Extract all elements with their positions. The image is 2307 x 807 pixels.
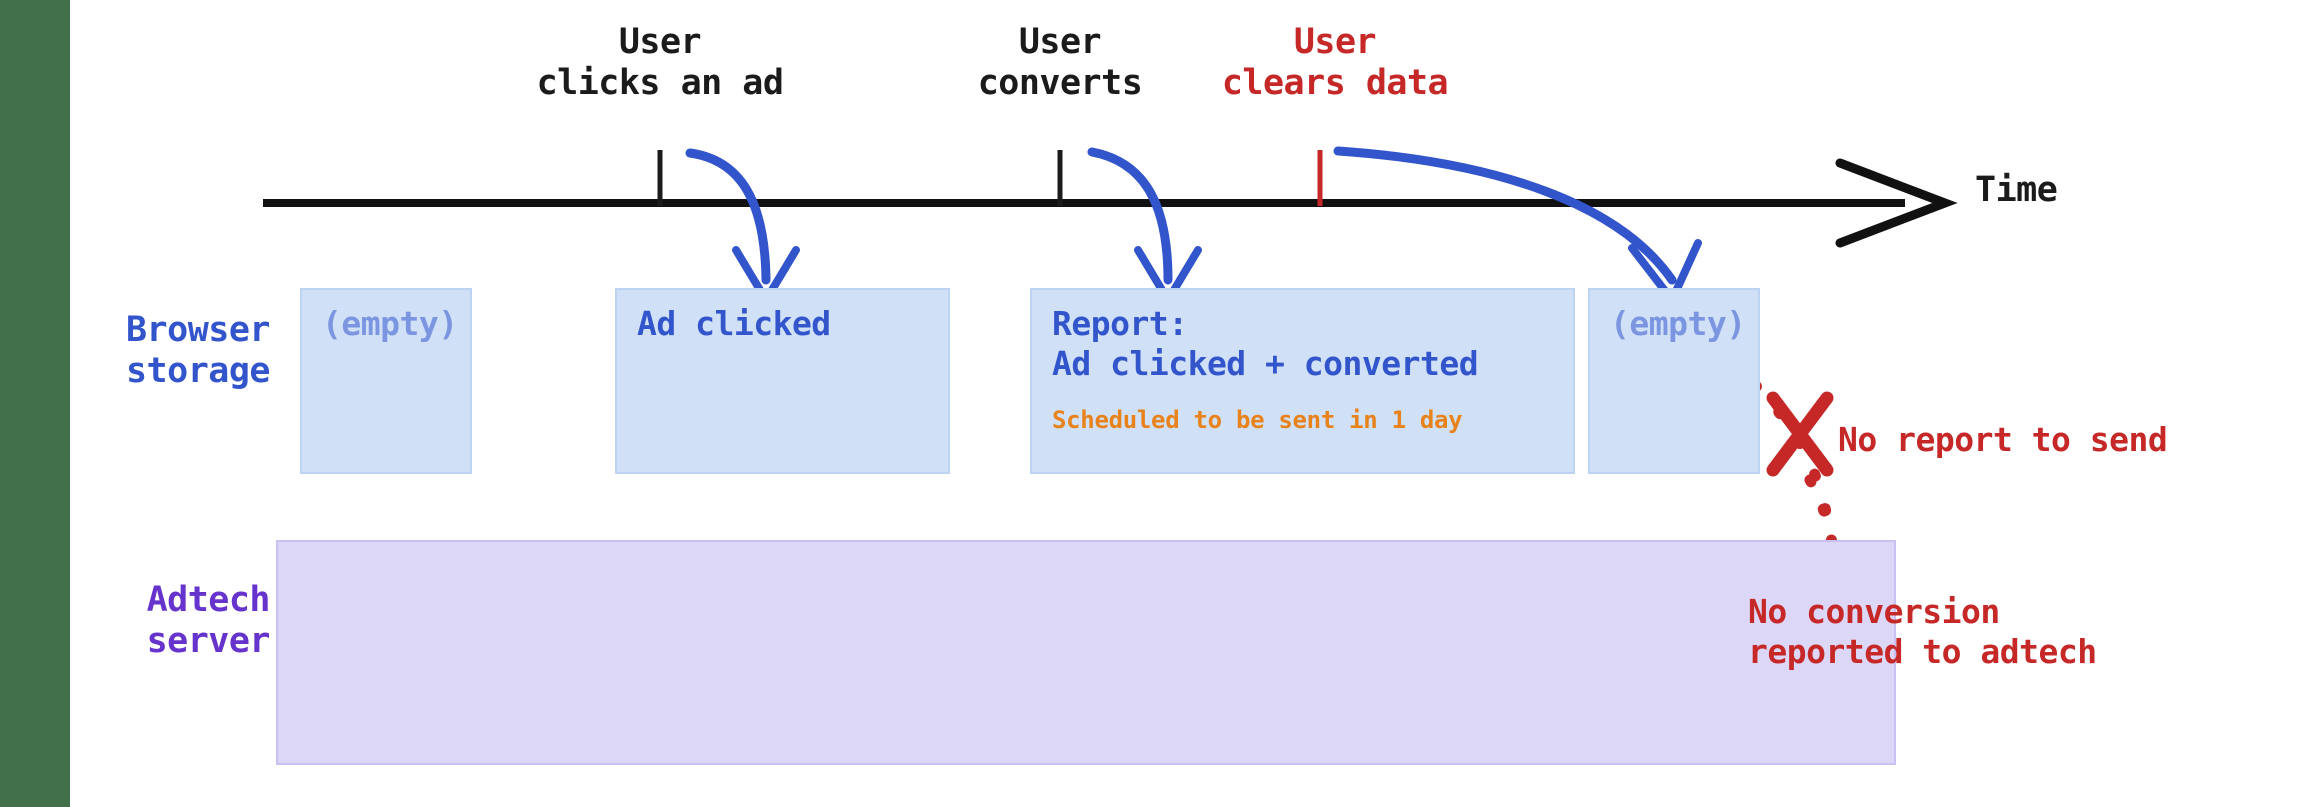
browser-state-ad-clicked-text: Ad clicked bbox=[637, 304, 831, 343]
annotation-no-conversion-reported: No conversion reported to adtech bbox=[1748, 592, 2097, 672]
browser-state-ad-clicked: Ad clicked bbox=[615, 288, 950, 474]
timeline-event-click-label: User clicks an ad bbox=[536, 22, 784, 104]
browser-state-cleared-text: (empty) bbox=[1610, 304, 1746, 343]
adtech-server-row-label: Adtech server bbox=[146, 580, 271, 662]
browser-state-report-schedule: Scheduled to be sent in 1 day bbox=[1052, 406, 1463, 434]
adtech-server-box bbox=[276, 540, 1896, 765]
time-axis-label: Time bbox=[1975, 170, 2058, 210]
arrow-clear-to-box bbox=[1333, 146, 1677, 285]
timeline-axis bbox=[263, 158, 1958, 248]
arrow-convert-to-box bbox=[1087, 147, 1173, 285]
timeline-event-convert-label: User converts bbox=[977, 22, 1143, 104]
browser-state-initial: (empty) bbox=[300, 288, 472, 474]
timeline-event-clear-label: User clears data bbox=[1221, 22, 1449, 104]
left-color-strip bbox=[0, 0, 70, 807]
browser-state-cleared: (empty) bbox=[1588, 288, 1760, 474]
annotation-no-report-to-send: No report to send bbox=[1838, 420, 2168, 459]
browser-state-report: Report: Ad clicked + converted Scheduled… bbox=[1030, 288, 1575, 474]
browser-state-initial-text: (empty) bbox=[322, 304, 458, 343]
browser-state-report-text: Report: Ad clicked + converted bbox=[1052, 304, 1479, 384]
arrow-click-to-box bbox=[685, 148, 771, 285]
browser-storage-row-label: Browser storage bbox=[125, 310, 271, 392]
